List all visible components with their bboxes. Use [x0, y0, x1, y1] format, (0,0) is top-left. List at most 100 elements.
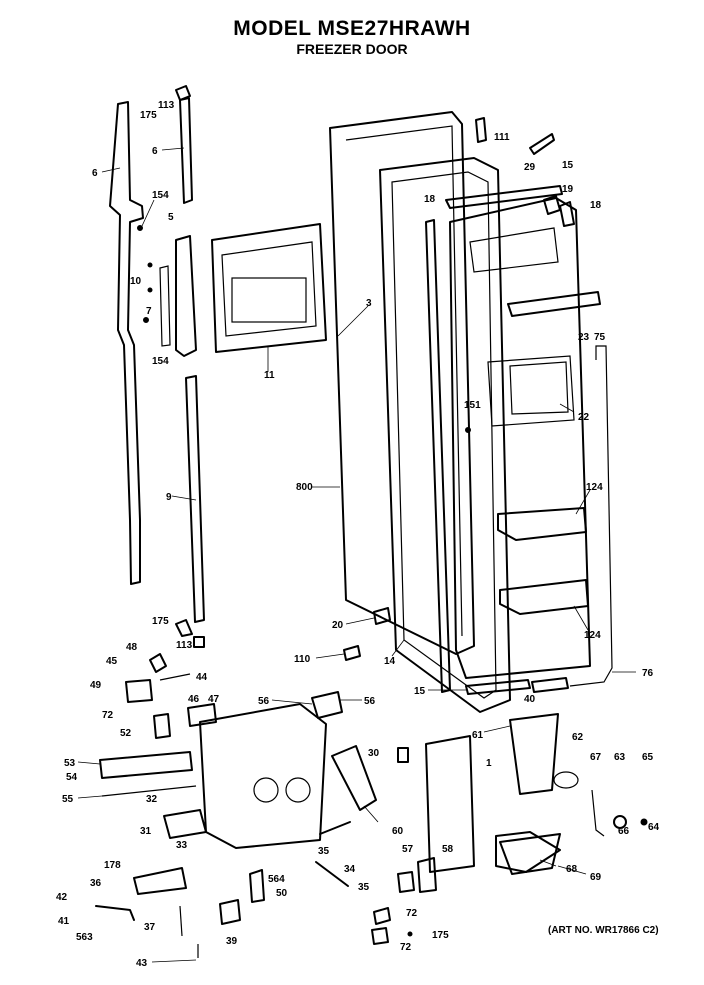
callout-label: 124	[586, 482, 603, 493]
callout-label: 113	[176, 640, 193, 651]
leader-9	[171, 495, 197, 501]
callout-label: 44	[196, 672, 208, 683]
dispenser-recess-inner	[221, 241, 317, 337]
callout-label: 15	[562, 160, 574, 171]
callout-label: 15	[414, 686, 426, 697]
bracket-60	[331, 745, 377, 811]
callout-label: 14	[384, 656, 396, 667]
bushing-110	[343, 645, 361, 661]
bracket-36	[133, 867, 187, 895]
bracket-57	[397, 871, 415, 893]
callout-label: 18	[424, 194, 436, 205]
callout-label: 57	[402, 844, 414, 855]
screw-151	[465, 427, 471, 433]
callout-label: 39	[226, 936, 238, 947]
leader-6-left	[101, 167, 121, 173]
leader-110	[315, 653, 345, 659]
callout-label: 1	[486, 758, 492, 769]
housing-gear-right	[285, 777, 311, 803]
callout-label: 52	[120, 728, 132, 739]
callout-label: 33	[176, 840, 188, 851]
callout-label: 6	[92, 168, 98, 179]
callout-label: 60	[392, 826, 404, 837]
callout-label: 50	[276, 888, 288, 899]
door-gasket-inner	[391, 171, 497, 699]
shaft-42-41	[95, 905, 135, 921]
bracket-18-right	[559, 201, 575, 227]
callout-label: 32	[146, 794, 158, 805]
callout-label: 48	[126, 642, 138, 653]
spring-35	[315, 861, 349, 887]
callout-label: 7	[146, 306, 152, 317]
callout-label: 35	[318, 846, 330, 857]
callout-label: 58	[442, 844, 454, 855]
wheel-63	[613, 815, 627, 829]
callout-label: 62	[572, 732, 584, 743]
liner-ice-chute-opening	[487, 355, 575, 427]
callout-label: 154	[152, 356, 169, 367]
handle-bracket	[175, 235, 197, 357]
callout-label: 800	[296, 482, 313, 493]
model-title: MODEL MSE27HRAWH	[233, 17, 471, 40]
leader-55	[77, 795, 103, 799]
callout-labels: 175 113 6 6 154 5 10 7 154 11 3 111 29 1…	[56, 100, 660, 969]
callout-label: 22	[578, 412, 590, 423]
callout-label: 53	[64, 758, 76, 769]
gear-39	[219, 899, 241, 925]
callout-label: 46	[188, 694, 200, 705]
callout-label: 31	[140, 826, 152, 837]
callout-label: 64	[648, 822, 660, 833]
hinge-cap-mid	[175, 619, 193, 637]
disc-62	[553, 771, 579, 789]
leader-124-top	[575, 489, 591, 515]
callout-label: 56	[364, 696, 376, 707]
callout-label: 54	[66, 772, 78, 783]
callout-label: 5	[168, 212, 174, 223]
leader-3	[337, 305, 369, 337]
callout-label: 36	[90, 878, 102, 889]
callout-label: 11	[264, 370, 275, 381]
screw-10b	[147, 287, 153, 293]
screw-154-top	[137, 225, 143, 231]
rod-37	[179, 905, 183, 937]
pivot-20	[373, 607, 391, 625]
callout-label: 66	[618, 826, 630, 837]
clip-30	[397, 747, 409, 763]
callout-label: 76	[642, 668, 654, 679]
hinge-cover-111	[475, 117, 487, 143]
dispenser-housing-1	[199, 703, 327, 849]
dispenser-recess-housing	[211, 223, 327, 353]
leader-lines	[77, 147, 636, 963]
callout-label: 10	[130, 276, 142, 287]
callout-label: 56	[258, 696, 270, 707]
leader-68	[539, 859, 557, 867]
callout-label: 151	[464, 400, 481, 411]
callout-label: 20	[332, 620, 344, 631]
leader-69	[557, 865, 587, 875]
spring-67	[591, 789, 605, 837]
bracket-49	[125, 679, 153, 703]
callout-label: 69	[590, 872, 602, 883]
callout-label: 43	[136, 958, 148, 969]
bottom-cap-15	[465, 679, 531, 695]
callout-label: 40	[524, 694, 536, 705]
control-panel-1	[425, 735, 475, 873]
leader-22	[559, 403, 575, 413]
door-gasket	[379, 157, 511, 713]
callout-label: 563	[76, 932, 93, 943]
dispenser-recess-window	[231, 277, 307, 323]
inner-door-liner	[449, 197, 591, 679]
housing-gear-left	[253, 777, 279, 803]
callout-label: 111	[494, 132, 510, 143]
top-cap-15	[445, 185, 563, 209]
leader-53	[77, 761, 101, 765]
callout-label: 49	[90, 680, 102, 691]
leader-60	[363, 805, 379, 823]
paddle-48	[149, 653, 167, 673]
callout-label: 35	[358, 882, 370, 893]
callout-label: 23	[578, 332, 590, 343]
callout-label: 6	[152, 146, 158, 157]
view-title: FREEZER DOOR	[296, 41, 408, 57]
